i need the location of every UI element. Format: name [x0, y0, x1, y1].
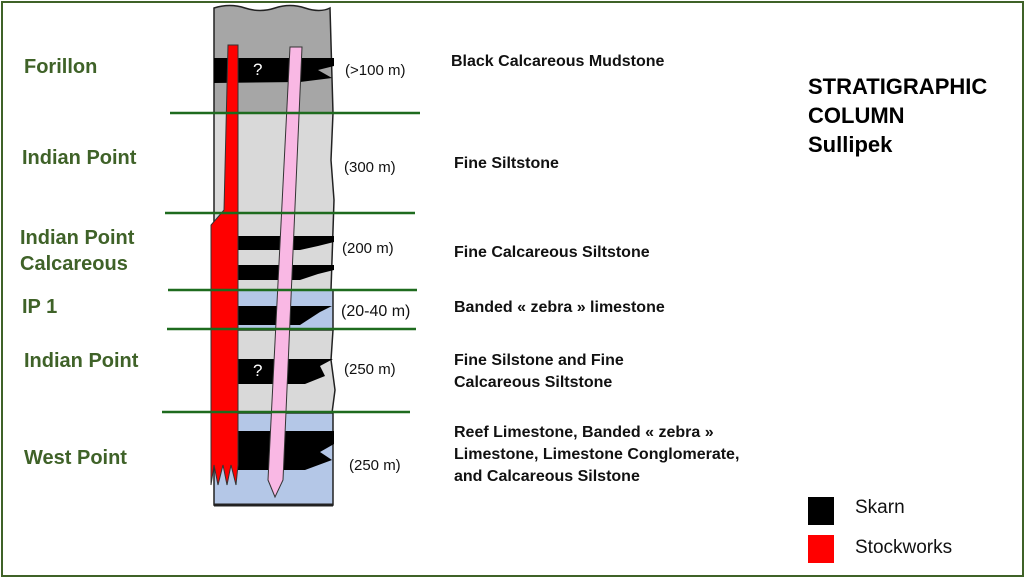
unknown-marker: ? [253, 60, 263, 79]
diagram-title: STRATIGRAPHIC COLUMN Sullipek [808, 72, 987, 159]
formation-boundaries [162, 111, 420, 414]
lithology: Fine Calcareous Siltstone [454, 244, 650, 261]
title-line: Sullipek [808, 132, 893, 157]
lithology-line: Limestone, Limestone Conglomerate, [454, 446, 740, 463]
formation-name: West Point [24, 447, 127, 469]
lithology: Reef Limestone, Banded « zebra » Limeston… [454, 422, 739, 488]
lithology-line: Calcareous Siltstone [454, 374, 613, 391]
lithology: Banded « zebra » limestone [454, 299, 665, 316]
formation-name: Indian Point [24, 350, 139, 372]
skarn-bands [214, 58, 334, 470]
legend-swatch-skarn [808, 497, 834, 525]
unknown-marker: ? [253, 361, 263, 380]
formation-name: Indian Point [20, 227, 135, 249]
legend-label: Stockworks [855, 537, 953, 558]
lithology-line: Fine Silstone and Fine [454, 352, 624, 369]
title-line: STRATIGRAPHIC [808, 74, 988, 99]
thickness: (200 m) [342, 240, 394, 257]
lithology: Fine Siltstone [454, 155, 559, 172]
thickness: (>100 m) [345, 62, 406, 79]
title-line: COLUMN [808, 103, 905, 128]
formation-name: Calcareous [20, 253, 128, 275]
formation-name: IP 1 [22, 296, 58, 318]
formation-name: Forillon [24, 56, 98, 78]
lithology-line: and Calcareous Silstone [454, 468, 640, 485]
intrusion-pink [267, 46, 303, 499]
thickness: (250 m) [344, 361, 396, 378]
lithology: Black Calcareous Mudstone [451, 53, 665, 70]
legend-swatch-stockworks [808, 535, 834, 563]
thickness: (300 m) [344, 159, 396, 176]
legend-label: Skarn [855, 497, 905, 518]
thickness: (20-40 m) [341, 303, 411, 320]
stockworks-red [210, 44, 239, 486]
thickness: (250 m) [349, 457, 401, 474]
formation-name: Indian Point [22, 147, 137, 169]
lithology-line: Reef Limestone, Banded « zebra » [454, 424, 714, 441]
